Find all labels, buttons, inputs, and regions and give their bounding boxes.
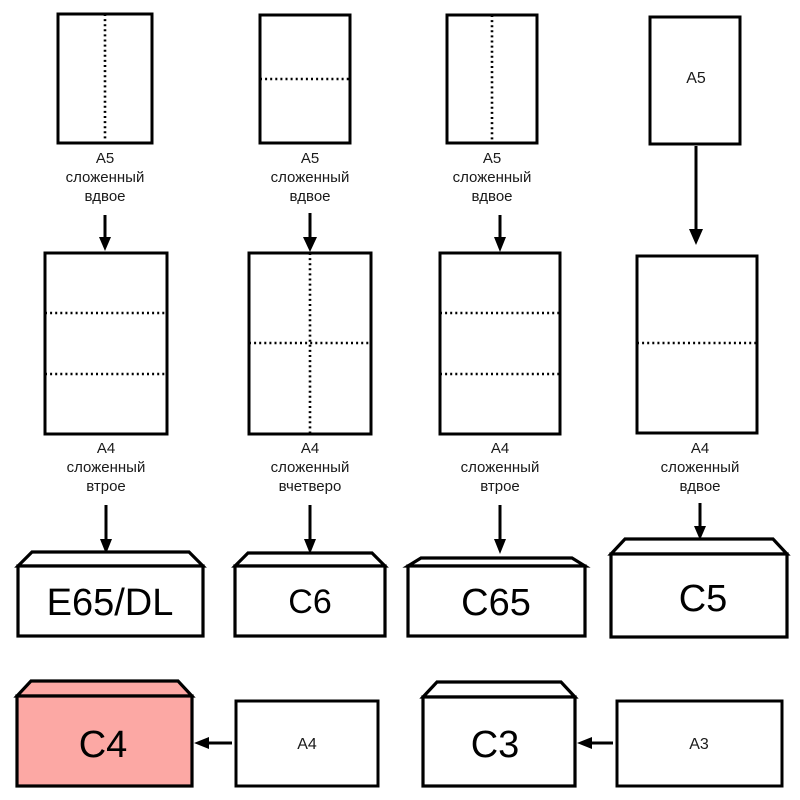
arrow-col4-bottom-head	[694, 526, 706, 540]
caption2-col1-line3: втрое	[86, 478, 126, 495]
envelope-label-c4: C4	[79, 724, 128, 766]
envelope-body-c65[interactable]	[406, 564, 587, 638]
paper-a3-bottom-label: A3	[689, 736, 709, 753]
envelope-body-c5[interactable]	[609, 552, 789, 639]
caption2-col3-line3: втрое	[480, 478, 520, 495]
envelope-body-c3[interactable]	[421, 695, 577, 788]
caption-col1-line2: сложенный	[66, 169, 145, 186]
column-3: A5 сложенный вдвое A4 сложенный втрое C6…	[402, 13, 591, 638]
caption2-col2-line3: вчетверо	[279, 478, 342, 495]
caption-col3-line3: вдвое	[471, 188, 512, 205]
caption-col2-line2: сложенный	[271, 169, 350, 186]
caption2-col2-line2: сложенный	[271, 459, 350, 476]
envelope-label-c6: C6	[288, 583, 331, 621]
paper-a5-col4	[648, 15, 742, 146]
envelope-flap-c3	[419, 680, 579, 699]
arrow-a3-to-c3-head	[577, 737, 592, 749]
envelope-body-c4[interactable]	[15, 694, 194, 788]
caption2-col4-line2: сложенный	[661, 459, 740, 476]
caption2-col4-line1: A4	[691, 440, 709, 457]
column-4: A5 A4 сложенный вдвое C5	[607, 15, 791, 639]
caption2-col4-line3: вдвое	[679, 478, 720, 495]
envelope-flap-c6	[231, 551, 389, 568]
caption-col2-line1: A5	[301, 150, 319, 167]
arrow-col1-bottom-head	[100, 539, 112, 554]
envelope-label-c65: C65	[461, 582, 531, 624]
caption2-col1-line2: сложенный	[67, 459, 146, 476]
envelope-body-c6[interactable]	[233, 564, 387, 638]
arrow-col1-top-head	[99, 237, 111, 251]
envelope-label-c3: C3	[471, 724, 520, 766]
envelope-flap-c5	[607, 537, 791, 556]
paper-a5-col1	[56, 12, 154, 145]
column-2: A5 сложенный вдвое A4 сложенный вчетверо…	[231, 13, 389, 638]
arrow-col3-bottom-head	[494, 539, 506, 554]
paper-a4-bottom-label: A4	[297, 736, 317, 753]
caption-col1-line3: вдвое	[84, 188, 125, 205]
caption2-col2-line1: A4	[301, 440, 319, 457]
arrow-col2-top-head	[303, 237, 317, 252]
caption-col1-line1: A5	[96, 150, 114, 167]
arrow-col4-top-head	[689, 229, 703, 245]
column-1: A5 сложенный вдвое A4 сложенный втрое E6…	[14, 12, 207, 638]
arrow-col2-bottom-head	[304, 539, 316, 554]
envelope-flap-c4	[13, 679, 196, 698]
envelope-label-e65dl: E65/DL	[47, 582, 174, 624]
paper-a4-col3	[438, 251, 562, 436]
paper-a4-col1	[43, 251, 169, 436]
bottom-pair-c4: C4 A4	[13, 679, 380, 788]
envelope-flap-e65dl	[14, 550, 207, 568]
caption-col3-line1: A5	[483, 150, 501, 167]
caption-col3-line2: сложенный	[453, 169, 532, 186]
caption2-col3-line1: A4	[491, 440, 509, 457]
arrow-a4-to-c4-head	[194, 737, 209, 749]
caption2-col3-line2: сложенный	[461, 459, 540, 476]
paper-a4-col4	[635, 254, 759, 435]
envelope-body-e65dl[interactable]	[16, 564, 205, 638]
caption2-col1-line1: A4	[97, 440, 115, 457]
bottom-pair-c3: C3 A3	[419, 680, 784, 788]
paper-a3-bottom	[615, 699, 784, 788]
envelope-label-c5: C5	[679, 578, 728, 620]
arrow-col3-top-head	[494, 237, 506, 252]
caption-col2-line3: вдвое	[289, 188, 330, 205]
paper-a4-bottom	[234, 699, 380, 788]
paper-a5-col4-label: A5	[686, 70, 706, 87]
